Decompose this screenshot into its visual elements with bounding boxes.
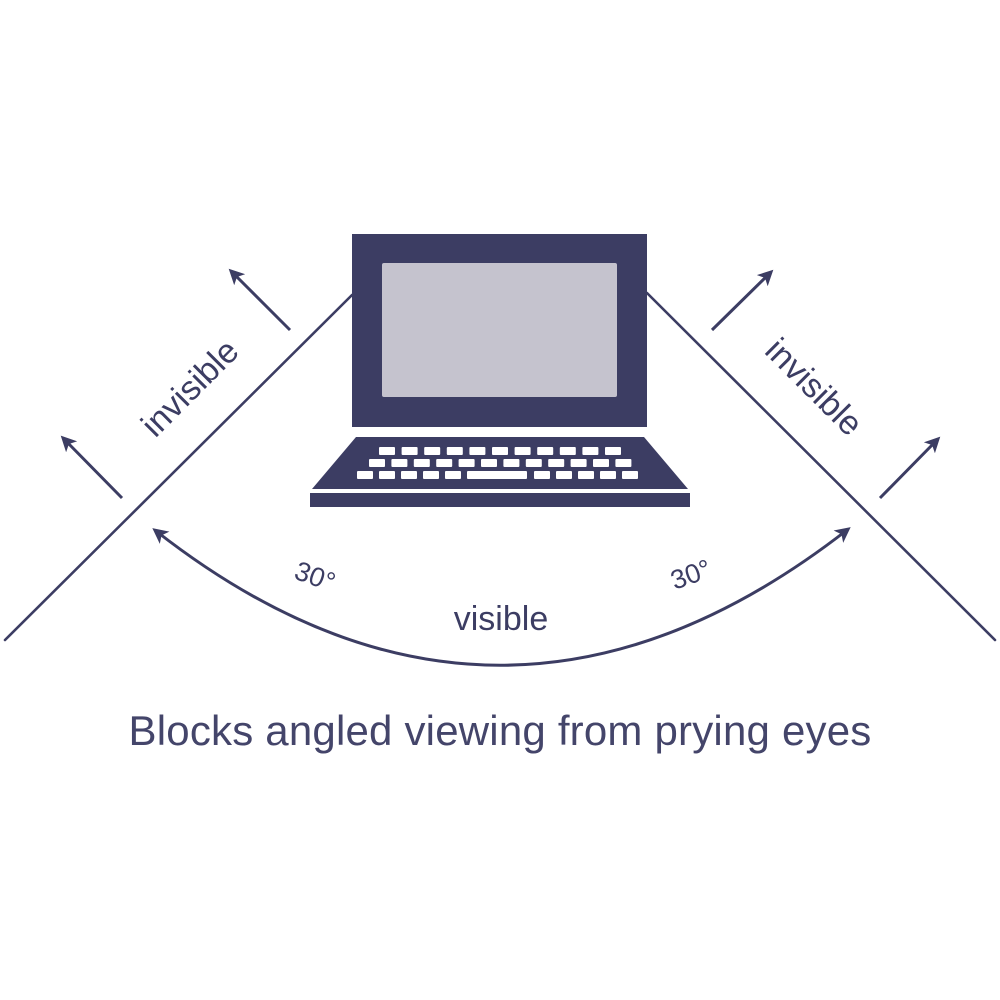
keyboard-key [445, 471, 461, 479]
keyboard-key [369, 459, 385, 467]
arrow-lower-left-icon [60, 435, 124, 500]
right-angle-label: 30° [667, 553, 716, 595]
keyboard-key [357, 471, 373, 479]
keyboard-key [391, 459, 408, 467]
keyboard-key [458, 459, 475, 467]
arrow-upper-right-icon [710, 269, 774, 332]
keyboard-key [436, 459, 453, 467]
keyboard-key [492, 447, 508, 455]
keyboard-key [467, 471, 527, 479]
keyboard-key [424, 447, 441, 455]
keyboard-key [413, 459, 430, 467]
keyboard-key [503, 459, 520, 467]
visible-arc-arrow [152, 527, 851, 667]
caption: Blocks angled viewing from prying eyes [128, 707, 872, 754]
keyboard-key [556, 471, 572, 479]
right-invisible-label: invisible [758, 331, 870, 443]
keyboard-key [593, 459, 609, 467]
keyboard-key [582, 447, 599, 455]
keyboard-key [514, 447, 531, 455]
keyboard-key [570, 459, 587, 467]
keyboard-key [537, 447, 554, 455]
keyboard-key [401, 447, 418, 455]
keyboard-key [615, 459, 632, 467]
keyboard-key [600, 471, 616, 479]
left-angle-label: 30° [291, 555, 340, 597]
laptop-keyboard-deck [312, 437, 688, 489]
keyboard-key [423, 471, 439, 479]
arrow-upper-left-icon [228, 268, 292, 332]
arrow-lower-right-icon [878, 436, 941, 500]
keyboard-key [605, 447, 621, 455]
visible-label: visible [454, 600, 548, 638]
left-boundary-line [3, 293, 354, 642]
laptop-base [310, 493, 690, 507]
keyboard-key [548, 459, 565, 467]
keyboard-key [559, 447, 576, 455]
keyboard-key [379, 471, 395, 479]
laptop-icon [310, 234, 690, 507]
keyboard-key [578, 471, 594, 479]
keyboard-key [481, 459, 497, 467]
keyboard-key [379, 447, 395, 455]
laptop-screen [382, 263, 617, 397]
keyboard-key [622, 471, 638, 479]
left-invisible-label: invisible [134, 332, 246, 444]
keyboard-key [446, 447, 463, 455]
keyboard-key [469, 447, 486, 455]
right-boundary-line [645, 291, 997, 642]
keyboard-keys [357, 447, 638, 479]
keyboard-key [401, 471, 417, 479]
keyboard-key [534, 471, 550, 479]
keyboard-key [525, 459, 542, 467]
